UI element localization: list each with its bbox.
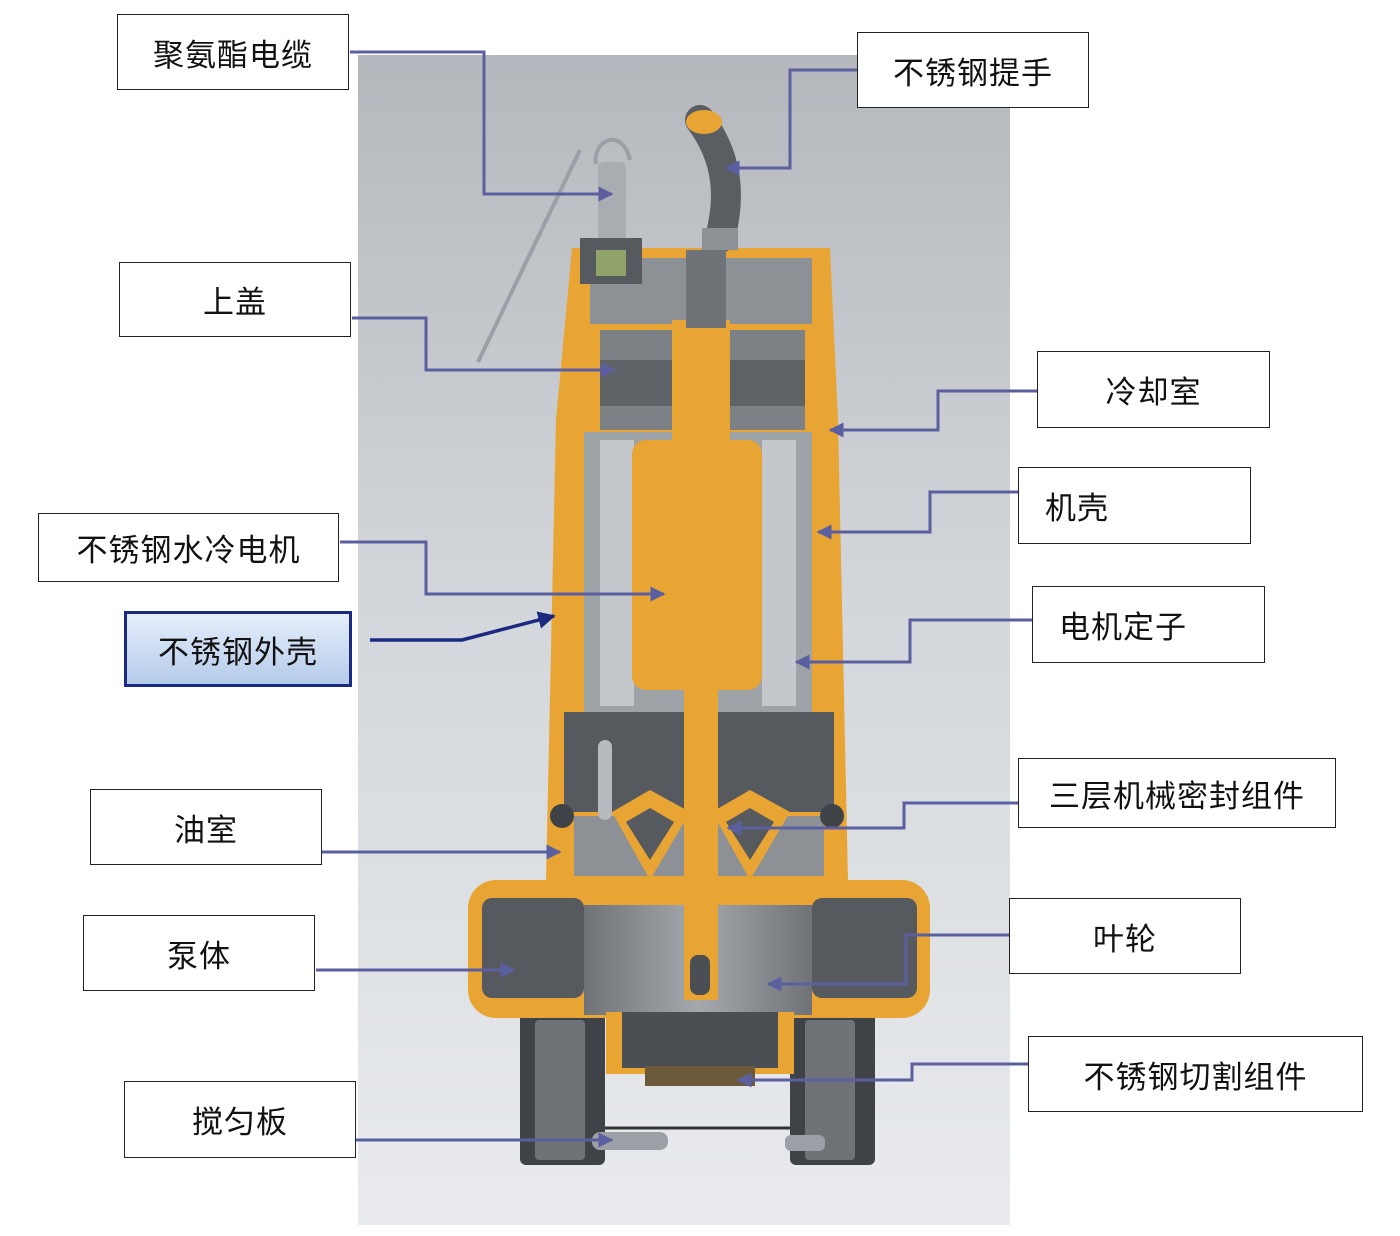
- label-oil-chamber: 油室: [90, 789, 322, 865]
- label-water-cooled-motor: 不锈钢水冷电机: [38, 513, 339, 582]
- cable-gland: [476, 137, 642, 363]
- label-stirring-plate: 搅匀板: [124, 1081, 356, 1158]
- leader-triple-mechanical-seal: [726, 801, 1020, 836]
- leader-motor-housing: [816, 490, 1020, 540]
- label-stainless-handle: 不锈钢提手: [857, 32, 1089, 108]
- label-triple-mechanical-seal: 三层机械密封组件: [1018, 758, 1336, 828]
- label-polyurethane-cable: 聚氨酯电缆: [117, 14, 349, 90]
- motor-rotor: [632, 320, 762, 1000]
- leader-stainless-handle: [724, 68, 858, 176]
- label-top-cover: 上盖: [119, 262, 351, 337]
- leader-water-cooled-motor: [340, 540, 666, 602]
- label-stainless-shell: 不锈钢外壳: [124, 611, 352, 687]
- label-motor-housing: 机壳: [1018, 467, 1251, 544]
- leader-cooling-chamber: [828, 389, 1038, 438]
- leader-lines: [316, 50, 1038, 1148]
- leader-stainless-shell: [370, 611, 556, 642]
- handle: [685, 105, 741, 328]
- label-motor-stator: 电机定子: [1032, 586, 1265, 663]
- leader-polyurethane-cable: [350, 50, 614, 202]
- leader-motor-stator: [794, 618, 1032, 670]
- label-impeller: 叶轮: [1009, 898, 1241, 974]
- label-cutting-assembly: 不锈钢切割组件: [1028, 1036, 1363, 1112]
- leader-cutting-assembly: [736, 1062, 1030, 1088]
- leader-top-cover: [352, 316, 616, 378]
- leader-impeller: [766, 933, 1010, 992]
- label-pump-body: 泵体: [83, 915, 315, 991]
- label-cooling-chamber: 冷却室: [1037, 351, 1270, 428]
